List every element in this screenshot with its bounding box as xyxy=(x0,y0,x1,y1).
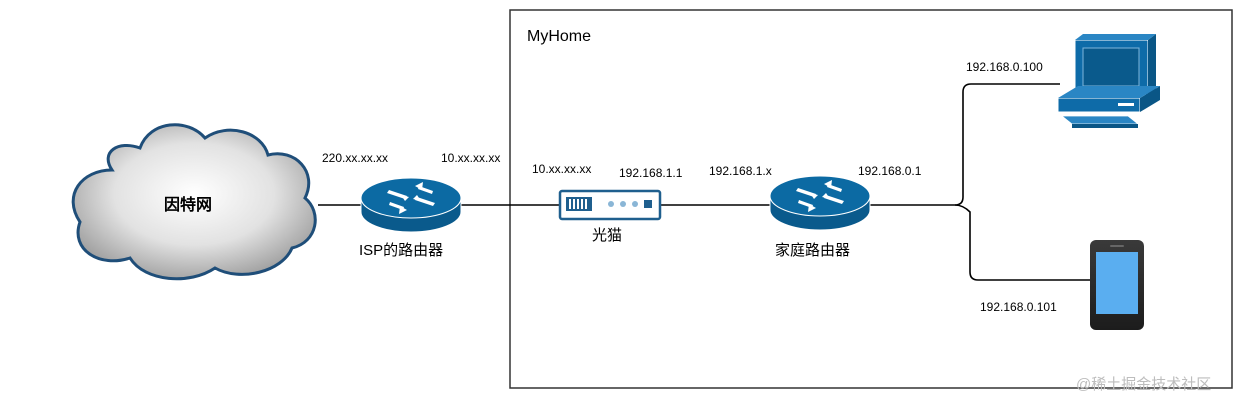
internet-label: 因特网 xyxy=(164,197,213,214)
link-router-desktop xyxy=(870,83,1060,206)
isp-router-label: ISP的路由器 xyxy=(359,242,444,259)
modem-wan-address: 10.xx.xx.xx xyxy=(532,162,592,176)
smartphone-icon xyxy=(1090,240,1144,330)
isp-wan-address: 220.xx.xx.xx xyxy=(322,151,389,165)
phone-address: 192.168.0.101 xyxy=(980,300,1057,314)
myhome-title: MyHome xyxy=(527,28,592,45)
home-router-icon xyxy=(769,175,871,231)
desktop-computer-icon xyxy=(1057,34,1160,128)
isp-lan-address: 10.xx.xx.xx xyxy=(441,151,501,165)
cloud-icon xyxy=(71,123,317,281)
desktop-address: 192.168.0.100 xyxy=(966,60,1043,74)
myhome-boundary xyxy=(509,9,1233,389)
modem-lan-address: 192.168.1.1 xyxy=(619,166,683,180)
modem-label: 光猫 xyxy=(592,227,623,244)
router-wan-address: 192.168.1.x xyxy=(709,164,772,178)
link-router-phone xyxy=(954,204,1090,281)
connection-lines xyxy=(318,83,1090,281)
modem-icon xyxy=(558,189,662,221)
isp-router-icon xyxy=(360,177,462,233)
home-router-label: 家庭路由器 xyxy=(775,242,851,259)
watermark: @稀土掘金技术社区 xyxy=(1076,376,1212,393)
router-lan-address: 192.168.0.1 xyxy=(858,164,922,178)
